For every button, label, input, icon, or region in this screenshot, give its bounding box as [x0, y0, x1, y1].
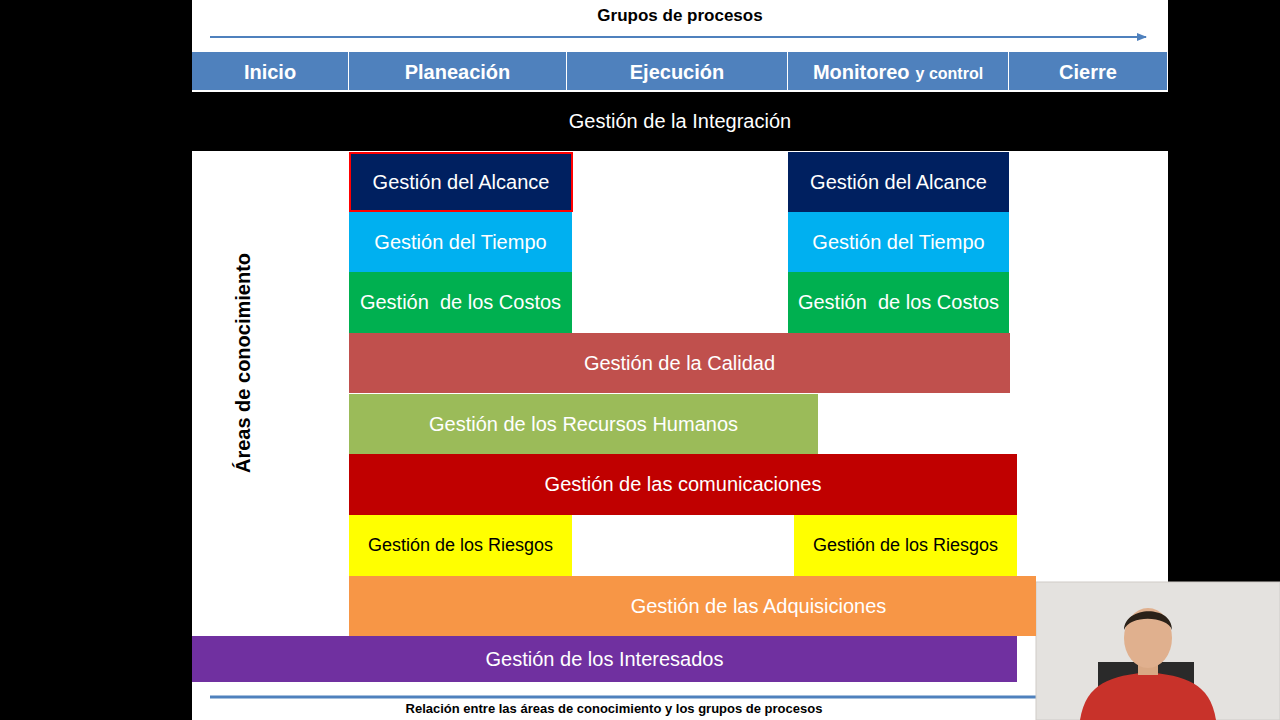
process-group-header: Ejecución [567, 52, 788, 90]
node-label: Gestión del Tiempo [812, 230, 984, 255]
knowledge-area-box: Gestión del Tiempo [788, 212, 1009, 272]
diagram-title: Grupos de procesos [192, 6, 1168, 26]
node-label: Cierre [1059, 60, 1117, 85]
node-label: Inicio [244, 60, 296, 85]
node-label: Planeación [405, 60, 511, 85]
knowledge-area-box: Gestión del Alcance [788, 152, 1009, 212]
knowledge-area-box: Gestión de los Riesgos [349, 515, 572, 576]
node-label: Gestión de los Riesgos [813, 534, 998, 557]
node-label: Gestión de las Adquisiciones [631, 594, 887, 619]
knowledge-area-box: Gestión del Tiempo [349, 212, 572, 272]
process-arrow [210, 36, 1146, 38]
node-label: Gestión del Tiempo [374, 230, 546, 255]
node-label: Gestión de los Recursos Humanos [429, 412, 738, 437]
knowledge-area-band: Gestión de los Interesados [192, 636, 1017, 682]
process-group-header: Monitoreo y control [788, 52, 1009, 90]
knowledge-area-band: Gestión de la Integración [192, 92, 1168, 151]
node-label: Gestión del Alcance [810, 170, 987, 195]
node-label: Gestión de los Riesgos [368, 534, 553, 557]
knowledge-area-band: Gestión de los Recursos Humanos [349, 394, 818, 454]
knowledge-area-box: Gestión de los Riesgos [794, 515, 1017, 576]
process-group-header: Inicio [192, 52, 349, 90]
process-group-header: Planeación [349, 52, 567, 90]
node-label: Gestión de la Integración [569, 109, 791, 134]
knowledge-area-box: Gestión de los Costos [349, 272, 572, 333]
webcam-image [1036, 582, 1280, 720]
axis-label: Áreas de conocimiento [232, 253, 255, 473]
node-label: Gestión de las comunicaciones [545, 472, 822, 497]
knowledge-area-box: Gestión de los Costos [788, 272, 1009, 333]
node-label: Ejecución [630, 60, 724, 85]
node-label: Gestión de los Costos [360, 290, 561, 315]
knowledge-area-band: Gestión de las Adquisiciones [349, 576, 1036, 636]
node-sublabel: y control [916, 64, 984, 84]
process-group-header: Cierre [1009, 52, 1168, 90]
node-label: Gestión de los Costos [798, 290, 999, 315]
node-label: Gestión de los Interesados [486, 647, 724, 672]
node-label: Monitoreo [813, 60, 910, 85]
knowledge-area-band: Gestión de las comunicaciones [349, 454, 1017, 515]
diagram-caption: Relación entre las áreas de conocimiento… [192, 701, 1036, 716]
bottom-rule [210, 696, 1036, 699]
knowledge-area-band: Gestión de la Calidad [349, 333, 1010, 393]
node-label: Gestión de la Calidad [584, 351, 775, 376]
node-label: Gestión del Alcance [373, 170, 550, 195]
knowledge-area-box: Gestión del Alcance [349, 152, 573, 212]
